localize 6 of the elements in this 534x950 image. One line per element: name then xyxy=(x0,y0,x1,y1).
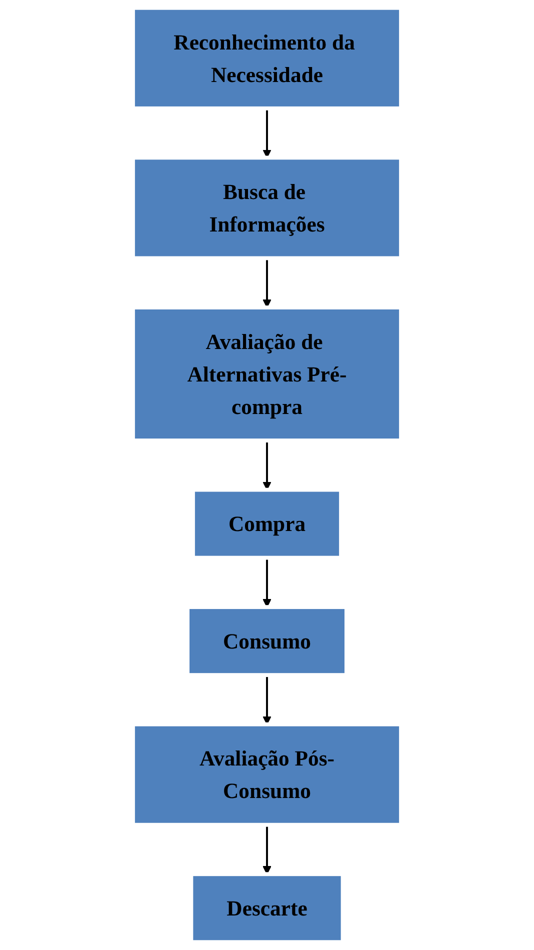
arrow xyxy=(262,440,272,490)
arrow xyxy=(262,824,272,874)
arrow xyxy=(262,675,272,725)
arrow xyxy=(262,108,272,158)
arrow xyxy=(262,258,272,308)
arrow xyxy=(262,558,272,608)
